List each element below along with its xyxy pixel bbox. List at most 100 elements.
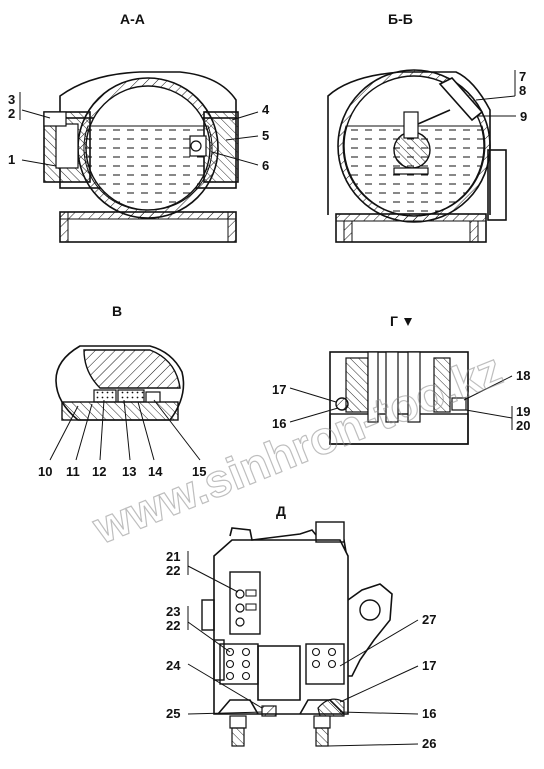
- bb-base-right: [469, 220, 479, 243]
- d-bolt-grid-right: [311, 647, 337, 669]
- g-leader-1920: [465, 409, 513, 419]
- view-d-title: Д: [276, 503, 286, 519]
- d-wedge: [317, 698, 345, 717]
- g-right-flange: [433, 357, 451, 413]
- view-aa: А-А 3 2 1 4 5 6: [8, 11, 270, 243]
- callout-10: 10: [38, 464, 52, 479]
- callout-17-top: 17: [272, 382, 286, 397]
- callout-8: 8: [519, 83, 526, 98]
- d-lower-right-plate: [305, 643, 345, 685]
- g-rib-2: [385, 351, 399, 423]
- view-bb-title: Б-Б: [388, 11, 413, 27]
- d-center-recess: [257, 645, 301, 701]
- aa-leader-1: [21, 159, 57, 167]
- callout-15: 15: [192, 464, 206, 479]
- v-leader-13: [123, 399, 131, 461]
- d-left-pad: [213, 639, 225, 681]
- d-leader-17: [339, 665, 419, 703]
- g-arrow-icon: [404, 318, 412, 326]
- callout-22-lower: 22: [166, 618, 180, 633]
- v-leader-11: [75, 403, 93, 461]
- callout-25: 25: [166, 706, 180, 721]
- d-upper-plate: [229, 571, 261, 635]
- v-seal-2: [117, 389, 145, 403]
- callout-14: 14: [148, 464, 163, 479]
- d-bolt: [235, 603, 245, 613]
- callout-1: 1: [8, 152, 15, 167]
- v-upper-part: [83, 349, 181, 389]
- d-leader-27: [339, 619, 419, 667]
- callout-5: 5: [262, 128, 269, 143]
- aa-leader-5: [225, 135, 259, 141]
- callout-26: 26: [422, 736, 436, 751]
- d-bolt: [241, 659, 251, 669]
- d-side-housing: [347, 583, 393, 677]
- callout-24: 24: [166, 658, 181, 673]
- v-washer: [145, 391, 161, 403]
- d-breather-cap: [315, 521, 345, 543]
- d-foot-left: [229, 715, 247, 729]
- d-main-body: [213, 539, 349, 715]
- g-leader-17: [289, 387, 337, 403]
- view-g-title: Г: [390, 313, 398, 329]
- aa-leader-6: [211, 151, 259, 166]
- v-seal-1: [93, 389, 117, 403]
- callout-3: 3: [8, 92, 15, 107]
- g-rib-1: [367, 351, 379, 423]
- v-leader-10: [49, 405, 79, 461]
- callout-2: 2: [8, 106, 15, 121]
- callout-22-upper: 22: [166, 563, 180, 578]
- g-base: [329, 413, 469, 445]
- v-leader-15: [153, 399, 201, 461]
- d-bolt: [225, 659, 235, 669]
- d-slot: [245, 603, 257, 611]
- d-bolt: [235, 617, 245, 627]
- d-stud-right: [315, 727, 329, 747]
- d-stud-left: [231, 727, 245, 747]
- bb-lever: [417, 109, 451, 125]
- d-foot-right: [313, 715, 331, 729]
- bb-side-panel: [487, 149, 507, 221]
- callout-16-bottom: 16: [422, 706, 436, 721]
- aa-bolt-head: [43, 111, 67, 127]
- d-leader-26: [327, 743, 419, 747]
- d-bolt: [311, 659, 321, 669]
- view-v-title: В: [112, 303, 122, 319]
- callout-21: 21: [166, 549, 180, 564]
- g-rib-3: [407, 351, 421, 423]
- bb-stem: [403, 111, 419, 139]
- d-bolt-grid-left: [225, 647, 251, 681]
- callout-27: 27: [422, 612, 436, 627]
- aa-pin-circle: [190, 140, 202, 152]
- d-bolt: [327, 647, 337, 657]
- d-bolt: [225, 671, 235, 681]
- d-leader-16: [339, 711, 419, 715]
- bb-base-plate: [335, 213, 487, 222]
- callout-19: 19: [516, 404, 530, 419]
- view-g: Г 17 16 18 19 20: [272, 313, 530, 445]
- callout-20: 20: [516, 418, 530, 433]
- d-left-boss: [201, 599, 215, 631]
- d-bolt: [241, 647, 251, 657]
- bb-foot: [393, 167, 429, 175]
- bb-base-left: [343, 220, 353, 243]
- d-bolt: [241, 671, 251, 681]
- aa-right-clamp: [203, 111, 239, 183]
- callout-4: 4: [262, 102, 270, 117]
- callout-12: 12: [92, 464, 106, 479]
- view-v: В 10 11 12 13 14 15: [38, 303, 206, 479]
- aa-leader-2: [21, 109, 51, 119]
- v-leader-14: [137, 401, 155, 461]
- g-leader-16: [289, 407, 339, 423]
- d-bolt: [327, 659, 337, 669]
- callout-23: 23: [166, 604, 180, 619]
- view-d: Д: [166, 503, 436, 751]
- v-shaft: [61, 401, 179, 421]
- view-aa-title: А-А: [120, 11, 145, 27]
- d-leader-2322: [187, 621, 231, 653]
- g-plug: [451, 397, 467, 411]
- callout-16-top: 16: [272, 416, 286, 431]
- callout-9: 9: [520, 109, 527, 124]
